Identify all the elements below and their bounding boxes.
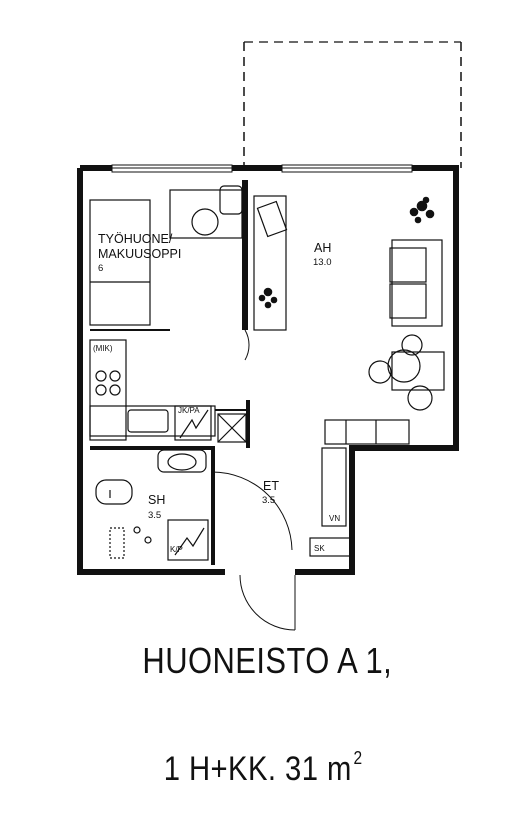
entry-area: 3.5 (262, 495, 275, 506)
bedroom-name-line2: MAKUUSOPPI (98, 247, 181, 261)
dryer-label: K/P (170, 545, 183, 554)
bedroom-furniture (89, 185, 243, 326)
interior-walls (90, 180, 250, 565)
windows (111, 164, 413, 173)
bathroom-name: SH (148, 493, 165, 507)
wardrobe-label: VN (329, 514, 340, 523)
exterior-walls (77, 165, 459, 575)
plant-icon (258, 196, 435, 309)
kitchenette-counter (309, 419, 410, 557)
kitchen (89, 339, 247, 443)
living-room-name: AH (314, 241, 331, 255)
doors (211, 329, 296, 631)
living-room-area: 13.0 (313, 257, 332, 268)
apartment-size-text: 1 H+KK. 31 m (163, 750, 352, 788)
apartment-title: HUONEISTO A 1, (142, 640, 393, 681)
fixture-labels: (MIK) JK/PA K/P VN SK (93, 344, 340, 554)
bathroom-area: 3.5 (148, 510, 161, 521)
microwave-label: (MIK) (93, 344, 113, 353)
living-furniture (253, 195, 445, 411)
balcony (243, 41, 462, 168)
bedroom-area: 6 (98, 263, 103, 274)
bedroom-name-line1: TYÖHUONE/ (98, 232, 173, 246)
entry-name: ET (263, 479, 279, 493)
bathroom-fixtures (95, 449, 209, 561)
square-superscript: 2 (353, 748, 363, 768)
room-labels: TYÖHUONE/ MAKUUSOPPI 6 AH 13.0 SH 3.5 ET… (98, 232, 332, 521)
apartment-size: 1 H+KK. 31 m2 (38, 748, 489, 789)
fridge-freezer-label: JK/PA (178, 406, 200, 415)
cabinet-label: SK (314, 544, 325, 553)
